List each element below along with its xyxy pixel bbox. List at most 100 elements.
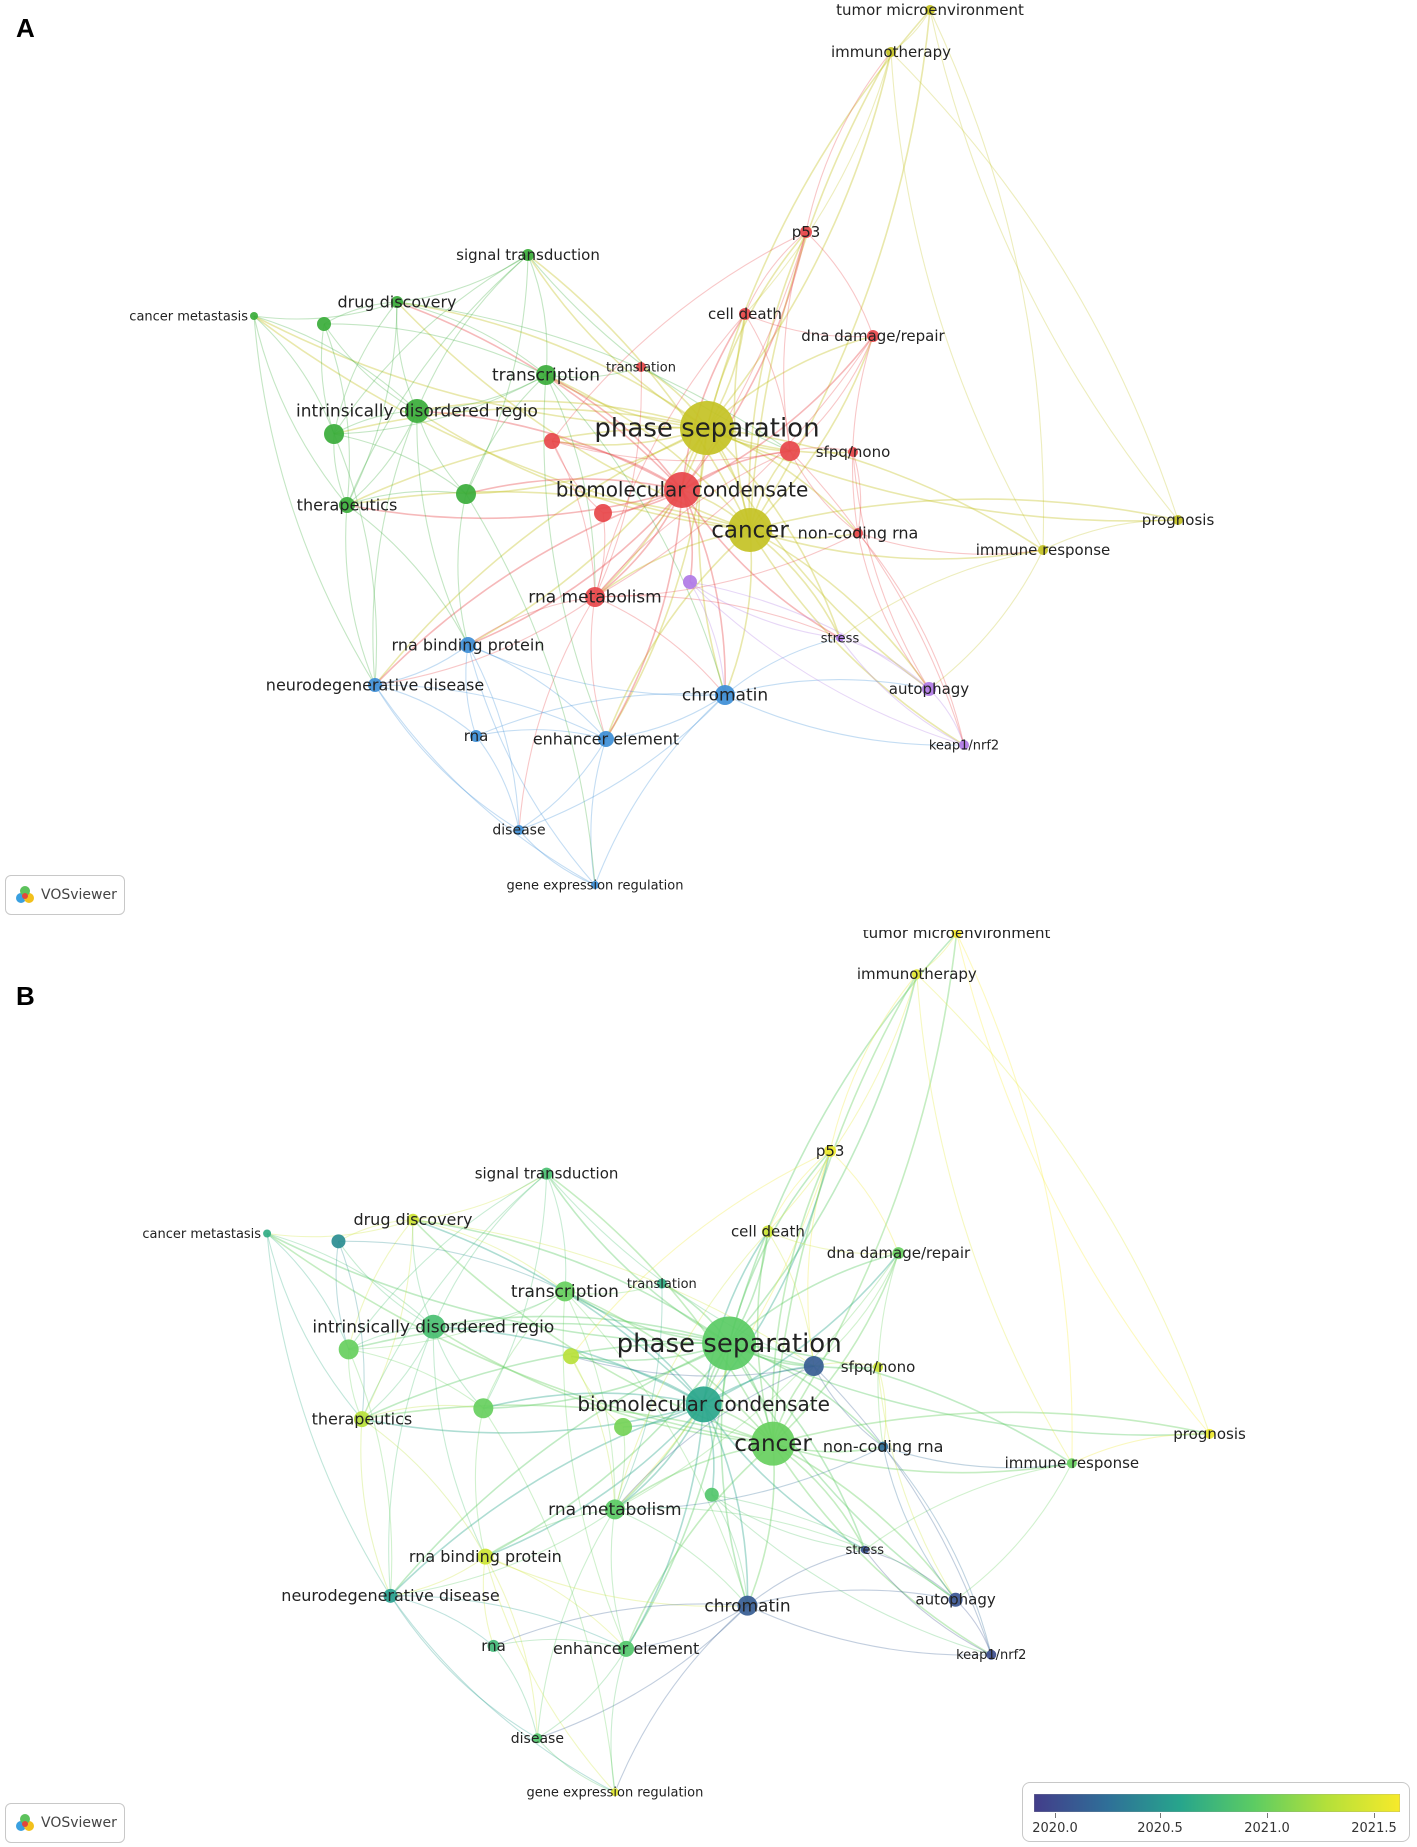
node-n-unlabeled-cm[interactable] — [331, 1234, 346, 1249]
node-signal-transduction[interactable] — [540, 1167, 553, 1180]
node-immunotherapy[interactable] — [886, 47, 896, 57]
node-non-coding-rna[interactable] — [853, 528, 863, 538]
node-gene-expression-regulation[interactable] — [591, 881, 599, 889]
node-therapeutics[interactable] — [353, 1411, 370, 1428]
node-chromatin[interactable] — [737, 1595, 758, 1616]
node-n-red-mid[interactable] — [614, 1417, 633, 1436]
node-immunotherapy[interactable] — [911, 969, 922, 980]
node-cancer-metastasis[interactable] — [250, 312, 258, 320]
node-n-green-left[interactable] — [338, 1339, 359, 1360]
node-cancer[interactable] — [751, 1421, 795, 1466]
edge — [570, 1150, 831, 1357]
edge — [333, 374, 547, 435]
node-n-green-mid[interactable] — [456, 484, 476, 504]
node-cancer[interactable] — [728, 508, 772, 552]
node-label: cell death — [708, 305, 782, 323]
node-n-purple-mid[interactable] — [704, 1487, 719, 1502]
node-label: rna metabolism — [548, 1500, 681, 1520]
node-label: enhancer element — [533, 729, 679, 748]
node-dna-damage-repair[interactable] — [867, 330, 879, 342]
node-phase-separation[interactable] — [680, 401, 734, 455]
node-transcription[interactable] — [554, 1281, 575, 1302]
node-prognosis[interactable] — [1204, 1428, 1215, 1439]
node-biomolecular-condensate[interactable] — [664, 472, 700, 508]
edge — [545, 1173, 730, 1345]
node-p53[interactable] — [800, 226, 812, 238]
edge — [864, 1549, 956, 1601]
node-transcription[interactable] — [536, 365, 556, 385]
node-sfpq-nono[interactable] — [873, 1362, 884, 1373]
edge — [374, 427, 708, 686]
node-rna[interactable] — [470, 730, 482, 742]
node-immune-response[interactable] — [1038, 545, 1048, 555]
node-sfpq-nono[interactable] — [848, 447, 858, 457]
edge — [416, 254, 529, 412]
node-n-red-mid[interactable] — [594, 504, 612, 522]
node-n-red-small[interactable] — [563, 1348, 580, 1365]
node-translation[interactable] — [656, 1278, 667, 1289]
node-enhancer-element[interactable] — [618, 1640, 635, 1657]
node-rna-metabolism[interactable] — [604, 1499, 625, 1520]
node-tumor-microenvironment[interactable] — [925, 5, 935, 15]
edge — [703, 1252, 900, 1406]
node-n-green-left[interactable] — [324, 424, 344, 444]
node-enhancer-element[interactable] — [598, 731, 614, 747]
network-map-b[interactable]: tumor microenvironmentimmunotherapyp53si… — [0, 930, 1417, 1847]
nodes — [250, 5, 1183, 889]
node-neurodegenerative-disease[interactable] — [383, 1588, 398, 1603]
node-n-red-small[interactable] — [544, 433, 560, 449]
node-rna-metabolism[interactable] — [585, 587, 605, 607]
node-drug-discovery[interactable] — [406, 1213, 419, 1226]
node-label: biomolecular condensate — [577, 1392, 830, 1416]
node-autophagy[interactable] — [922, 682, 936, 696]
node-n-green-mid[interactable] — [473, 1398, 494, 1419]
panel-letter-a: A — [16, 13, 35, 43]
node-gene-expression-regulation[interactable] — [610, 1788, 619, 1797]
node-phase-separation[interactable] — [702, 1316, 757, 1371]
node-cell-death[interactable] — [761, 1225, 774, 1238]
node-keap1-nrf2[interactable] — [959, 740, 969, 750]
edge — [390, 1508, 616, 1597]
node-neurodegenerative-disease[interactable] — [368, 678, 382, 692]
node-disease[interactable] — [514, 825, 524, 835]
node-dna-damage-repair[interactable] — [892, 1247, 905, 1260]
edge — [857, 532, 930, 690]
edge — [711, 1494, 992, 1656]
node-n-unlabeled-cm[interactable] — [317, 317, 331, 331]
network-map-a[interactable]: tumor microenvironmentimmunotherapyp53si… — [0, 0, 1417, 930]
node-non-coding-rna[interactable] — [878, 1441, 889, 1452]
node-chromatin[interactable] — [715, 685, 735, 705]
node-stress[interactable] — [836, 634, 844, 642]
node-translation[interactable] — [636, 362, 646, 372]
node-p53[interactable] — [824, 1145, 837, 1158]
node-drug-discovery[interactable] — [391, 296, 403, 308]
node-immune-response[interactable] — [1066, 1458, 1077, 1469]
edge — [864, 1462, 1072, 1551]
node-rna-binding-protein[interactable] — [460, 637, 476, 653]
edge — [412, 1219, 815, 1367]
node-autophagy[interactable] — [948, 1592, 963, 1607]
edge — [956, 932, 1210, 1435]
node-tumor-microenvironment[interactable] — [951, 930, 962, 938]
node-n-purple-mid[interactable] — [683, 575, 697, 589]
edge — [416, 410, 469, 646]
node-rna[interactable] — [487, 1639, 500, 1652]
node-cell-death[interactable] — [739, 308, 751, 320]
node-disease[interactable] — [532, 1733, 543, 1744]
node-label: immunotherapy — [857, 965, 977, 983]
node-rna-binding-protein[interactable] — [477, 1548, 494, 1565]
edge — [545, 374, 596, 598]
node-therapeutics[interactable] — [339, 497, 355, 513]
node-n-red-sfpq[interactable] — [780, 441, 800, 461]
node-n-red-sfpq[interactable] — [803, 1356, 824, 1377]
node-keap1-nrf2[interactable] — [986, 1649, 997, 1660]
node-stress[interactable] — [860, 1545, 869, 1554]
edge — [605, 427, 708, 740]
node-signal-transduction[interactable] — [522, 249, 534, 261]
node-prognosis[interactable] — [1173, 515, 1183, 525]
edge — [625, 1343, 730, 1650]
node-biomolecular-condensate[interactable] — [685, 1386, 722, 1423]
node-intrinsically-disordered-regio[interactable] — [405, 399, 429, 423]
node-cancer-metastasis[interactable] — [263, 1229, 272, 1238]
node-intrinsically-disordered-regio[interactable] — [421, 1314, 446, 1339]
